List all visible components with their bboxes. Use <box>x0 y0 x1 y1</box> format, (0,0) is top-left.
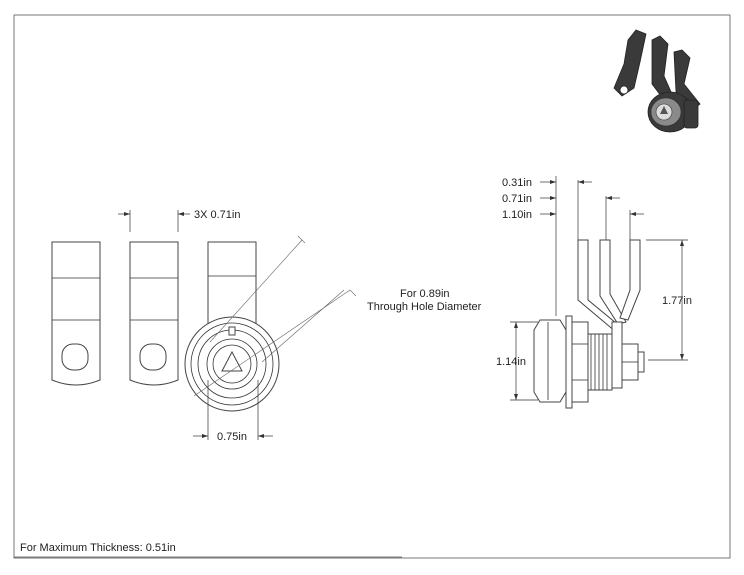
dim-face-diameter-label: 0.75in <box>217 431 247 443</box>
dim-offset-1-label: 0.31in <box>502 177 532 189</box>
hole-note-line1: For 0.89in <box>400 288 450 300</box>
max-thickness-note: For Maximum Thickness: 0.51in <box>20 542 176 554</box>
dim-body-height: 1.14in <box>496 321 538 401</box>
side-view <box>533 239 645 409</box>
dim-cam-height-label: 1.77in <box>662 295 692 307</box>
hole-note-line2: Through Hole Diameter <box>367 301 482 313</box>
dim-offset-3-label: 1.10in <box>502 209 532 221</box>
dim-offset-2-label: 0.71in <box>502 193 532 205</box>
isometric-preview-image <box>613 29 701 133</box>
thread-marks <box>590 334 608 390</box>
dim-cam-width: 3X 0.71in <box>118 209 240 232</box>
dim-cam-width-label: 3X 0.71in <box>194 209 240 221</box>
triangle-key-icon <box>221 350 243 372</box>
lock-face-view <box>184 316 280 412</box>
dim-cam-height: 1.77in <box>646 239 692 361</box>
hole-diameter-leader <box>193 289 357 397</box>
cam-view-2 <box>129 241 179 386</box>
dim-body-height-label: 1.14in <box>496 356 526 368</box>
sheet-border <box>13 14 731 559</box>
cam-view-1 <box>51 241 101 386</box>
dim-face-diameter: 0.75in <box>193 380 273 443</box>
dim-offsets: 0.31in 0.71in 1.10in <box>502 176 644 316</box>
